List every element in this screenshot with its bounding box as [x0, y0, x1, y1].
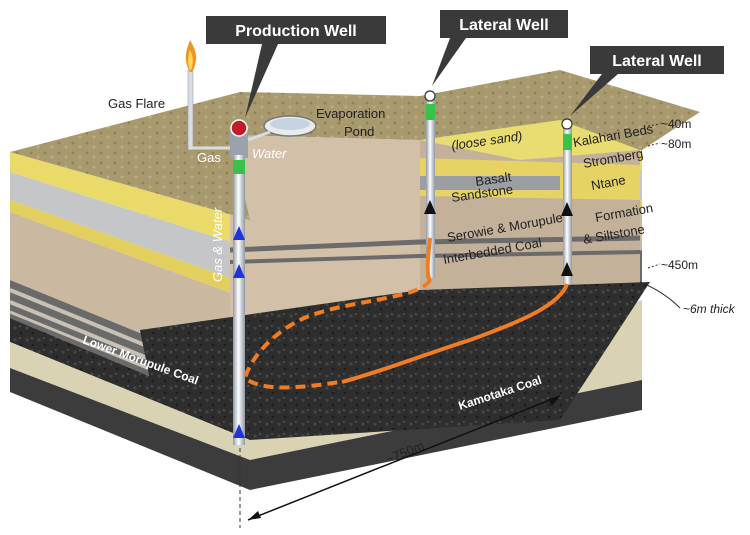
lateral-well-tag-2: Lateral Well: [570, 46, 724, 116]
ntane-label: Ntane: [590, 172, 627, 193]
lateral-pipe-1: [426, 100, 435, 278]
lateral-well-tag-1: Lateral Well: [432, 10, 568, 86]
flare-stack: [187, 69, 194, 151]
depth-tick: [647, 263, 661, 269]
lateral-pipe-1-green: [426, 104, 435, 120]
surface-left: [10, 92, 420, 220]
lateral-well-tag-2-pointer: [570, 74, 618, 116]
lateral-cap-1-icon: [424, 90, 436, 102]
up-arrow-icon: [233, 424, 245, 438]
pond-water: [270, 118, 310, 130]
lateral-path-solid: [341, 283, 569, 384]
up-arrow-icon: [561, 202, 573, 216]
thickness-leader: [639, 281, 681, 309]
production-pipe-green: [233, 160, 245, 174]
cutaway-interior: [140, 135, 650, 440]
evaporation-pond-label-2: Pond: [344, 124, 374, 139]
layer-beige-front: [10, 342, 250, 460]
lateral-boreholes: [242, 237, 569, 390]
dimension-arrowhead-left: [248, 511, 261, 520]
lateral-well-tag-1-bg: [440, 10, 568, 38]
layer-stromberg-front: [10, 172, 250, 285]
dimension-line: [239, 288, 569, 528]
evaporation-pond-label-1: Evaporation: [316, 106, 385, 121]
lateral-path-dashed: [242, 278, 432, 390]
gas-and-water-label: Gas & Water: [210, 207, 225, 282]
top-surface: [10, 70, 700, 220]
production-well: [233, 155, 245, 445]
lateral-well-label-1: Lateral Well: [459, 17, 549, 34]
lateral-well-tag-1-pointer: [432, 38, 466, 86]
evaporation-pond: [263, 115, 317, 137]
production-pipe: [233, 155, 245, 445]
up-arrow-icon: [561, 262, 573, 276]
gas-label: Gas: [197, 150, 221, 165]
loose-sand-strip: [420, 120, 640, 160]
layer-coal-front: [10, 318, 250, 440]
lateral-well-tag-2-bg: [590, 46, 724, 74]
gas-flare-label: Gas Flare: [108, 96, 165, 111]
up-arrow-icon: [233, 264, 245, 278]
front-face: [9, 152, 251, 490]
depth-450m: ~450m: [661, 258, 698, 272]
basalt-label: Basalt: [474, 169, 512, 189]
depth-markers: ~40m ~80m ~450m ~6m thick: [639, 117, 736, 316]
coal-seam-floor: [140, 282, 650, 440]
production-well-tag: Production Well: [206, 16, 386, 118]
production-well-label: Production Well: [235, 23, 356, 40]
inner-back-wall: [230, 135, 420, 330]
depth-40m: ~40m: [661, 117, 691, 131]
lateral-well-label-2: Lateral Well: [612, 53, 702, 70]
lateral-cap-2-icon: [561, 118, 573, 130]
lateral-pipe-2-green: [563, 134, 572, 150]
production-well-tag-bg: [206, 16, 386, 44]
lateral-well-1: [424, 90, 436, 278]
lateral-path-solid-2: [425, 237, 432, 283]
layer-bottom-front: [10, 368, 250, 490]
water-label: Water: [252, 146, 287, 161]
flare-flame-inner: [188, 50, 193, 70]
production-well-tag-pointer: [245, 44, 278, 118]
up-arrow-icon: [424, 200, 436, 214]
wellhead-valve-icon: [230, 119, 248, 137]
inner-basalt-band: [420, 176, 560, 190]
lateral-well-2: [561, 118, 573, 284]
layer-kalahari-front: [10, 152, 250, 248]
water-pipe: [247, 130, 271, 142]
depth-80m: ~80m: [661, 137, 691, 151]
up-arrow-icon: [233, 226, 245, 240]
wellhead: [230, 119, 271, 158]
dimension-arrow-line: [247, 395, 561, 521]
layer-sandstone-front: [10, 200, 250, 300]
dimension-arrowhead-right: [548, 396, 560, 406]
depth-thickness: ~6m thick: [683, 302, 736, 316]
